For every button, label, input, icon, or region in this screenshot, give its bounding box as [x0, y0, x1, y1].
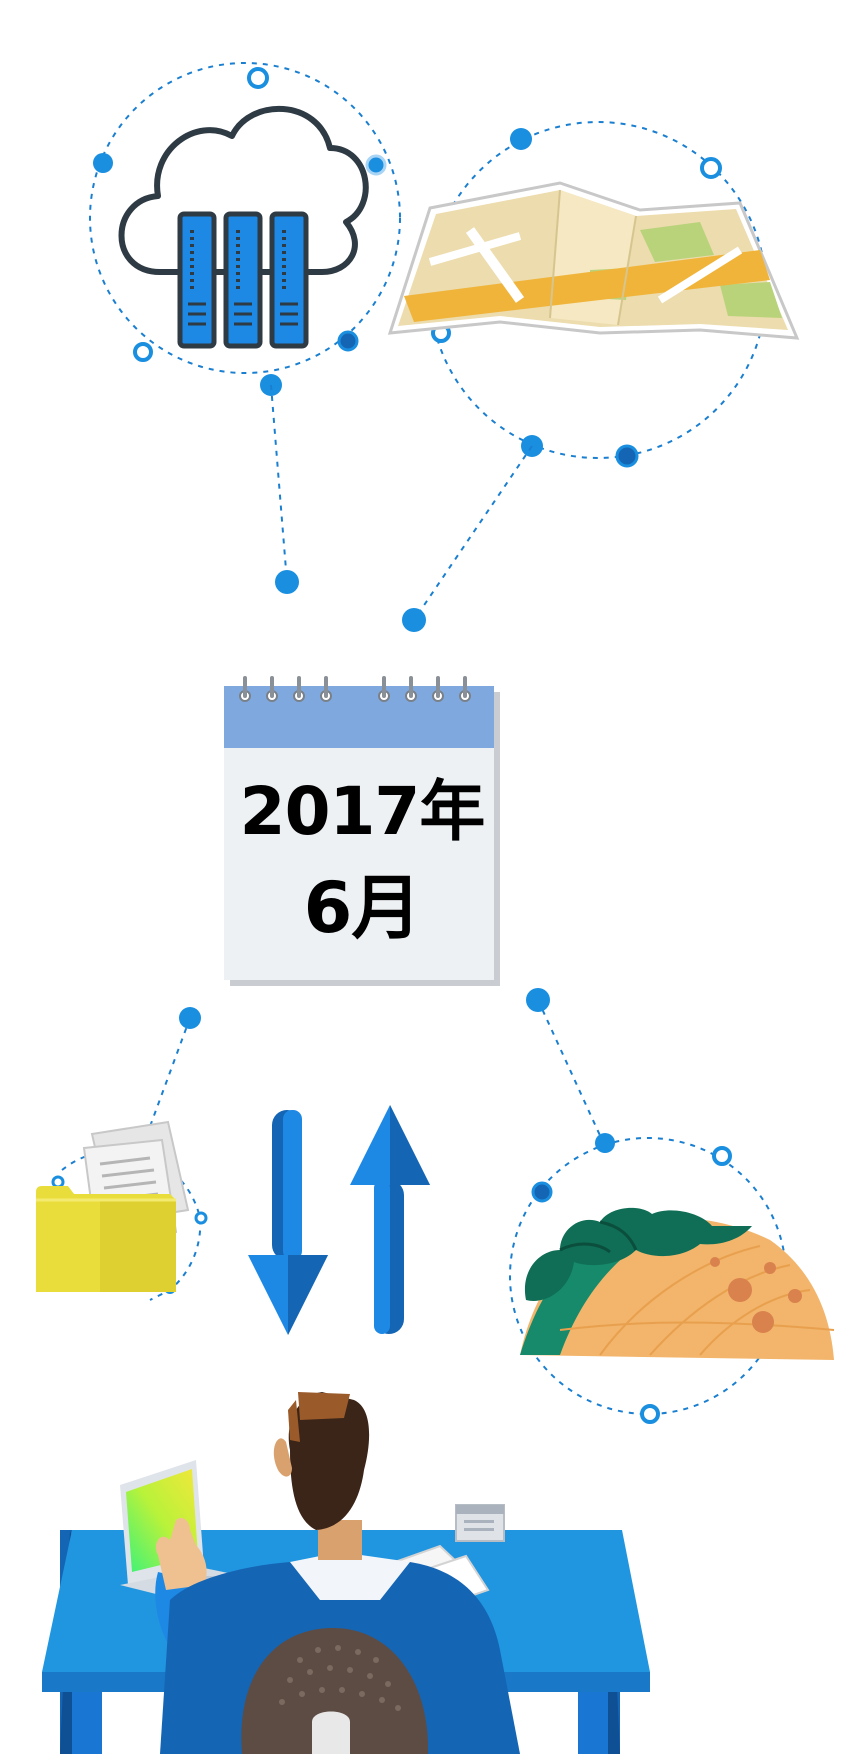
orbit-node — [640, 1404, 660, 1424]
orbit-node — [700, 157, 722, 179]
map-group — [387, 121, 800, 468]
office-chair — [241, 1627, 429, 1754]
folder-group — [36, 1120, 208, 1301]
arrow-down-icon — [248, 1110, 328, 1335]
orbit-node — [337, 330, 359, 352]
orbit-node — [51, 1175, 65, 1189]
connector-node — [402, 608, 426, 632]
orbit-node — [615, 444, 639, 468]
document-folder-icon — [36, 1120, 190, 1292]
folded-map-icon — [387, 181, 800, 340]
field-group — [509, 1133, 835, 1424]
calendar-month-label: 6月 — [303, 867, 422, 949]
farmland-field-icon — [520, 1207, 835, 1360]
orbit-node — [510, 128, 532, 150]
orbit-node — [247, 67, 269, 89]
orbit-node — [194, 1211, 208, 1225]
orbit-node — [133, 342, 153, 362]
connector-node — [179, 1007, 201, 1029]
hand — [155, 1518, 207, 1590]
orbit-node — [712, 1146, 732, 1166]
connector-node — [526, 988, 550, 1012]
cloud-server-group — [89, 62, 401, 396]
orbit-node — [595, 1133, 615, 1153]
person-at-desk-illustration — [42, 1392, 650, 1754]
orbit-node — [531, 1181, 553, 1203]
orbit-ring — [89, 62, 401, 374]
orbit-node — [365, 154, 387, 176]
calendar-icon — [224, 676, 500, 986]
orbit-node — [93, 153, 113, 173]
person-hair — [288, 1392, 370, 1530]
mini-calendar-icon — [455, 1504, 505, 1542]
connector-lines — [144, 384, 604, 1143]
arrow-up-icon — [350, 1105, 430, 1334]
cloud-server-icon — [118, 105, 369, 349]
connector-node — [275, 570, 299, 594]
calendar-year-label: 2017年 — [239, 773, 486, 850]
